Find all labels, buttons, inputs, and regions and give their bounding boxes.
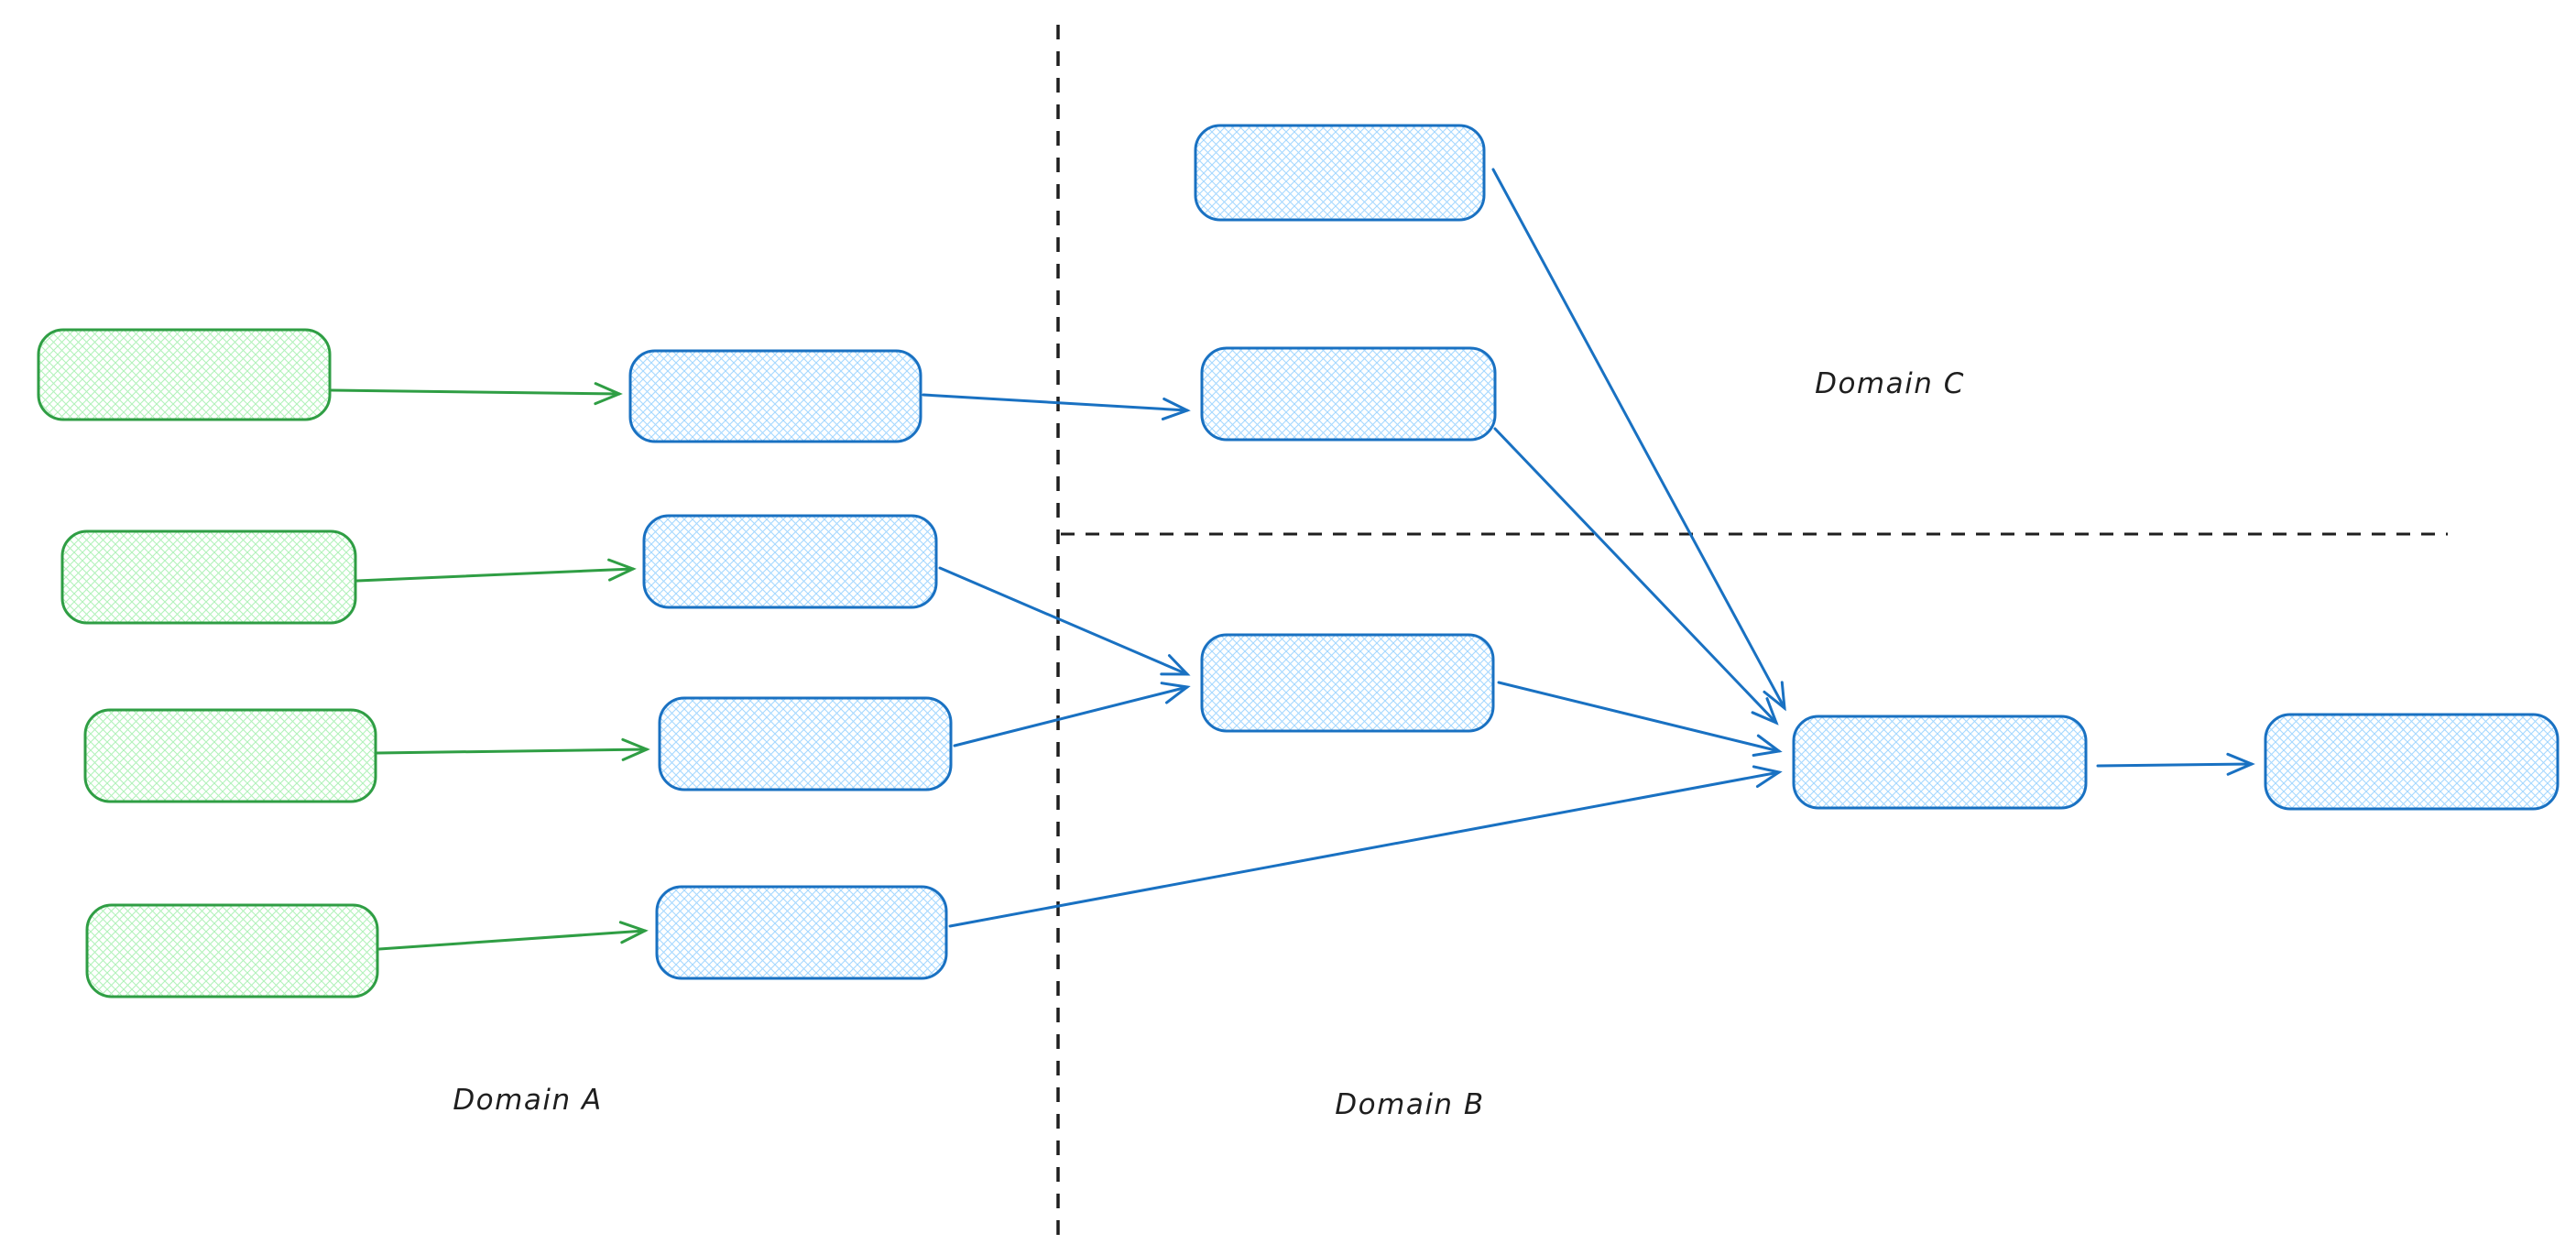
domain-a-label: Domain A xyxy=(453,1084,602,1117)
node-domain-b-output xyxy=(2264,713,2560,811)
edge-source1-to-stage1 xyxy=(330,382,623,406)
node-domain-a-source-1 xyxy=(37,328,332,421)
edge-stage2-to-merge xyxy=(938,566,1191,676)
node-domain-a-stage-2 xyxy=(642,514,938,609)
edge-merge-to-hub xyxy=(1497,681,1783,757)
node-domain-a-source-3 xyxy=(83,708,377,803)
node-domain-a-stage-1 xyxy=(628,349,922,443)
node-domain-a-stage-3 xyxy=(658,696,953,791)
node-domain-b-hub xyxy=(1792,715,2088,810)
edge-cmid-to-hub xyxy=(1493,427,1779,726)
node-domain-a-stage-4 xyxy=(655,885,948,980)
edge-source3-to-stage3 xyxy=(376,737,650,761)
edge-ctop-to-hub xyxy=(1491,168,1786,712)
edge-hub-to-output xyxy=(2096,752,2255,776)
node-domain-b-merge xyxy=(1200,633,1495,733)
edge-source4-to-stage4 xyxy=(377,921,649,951)
edge-stage1-to-cmid xyxy=(922,393,1191,420)
domain-c-label: Domain C xyxy=(1815,367,1965,400)
node-domain-a-source-4 xyxy=(85,903,379,999)
edge-source2-to-stage2 xyxy=(355,558,637,583)
node-domain-c-mid xyxy=(1200,346,1497,442)
domain-b-label: Domain B xyxy=(1335,1088,1484,1121)
edge-stage3-to-merge xyxy=(953,682,1191,748)
node-domain-a-source-2 xyxy=(60,529,357,625)
edge-stage4-to-hub xyxy=(948,765,1783,928)
node-domain-c-top xyxy=(1194,124,1486,222)
